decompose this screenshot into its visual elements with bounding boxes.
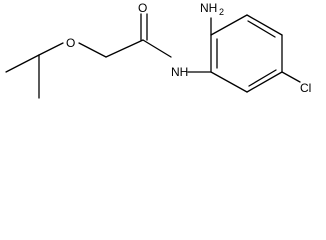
chlorine-label: Cl (300, 81, 311, 95)
bond-isopropyl-to-ether-o (38, 42, 64, 56)
ring-bond-5 (246, 71, 283, 93)
molecule-diagram: O O NH NH 2 Cl (5, 1, 311, 99)
ring-inner-double-2 (247, 20, 276, 38)
ring-bond-2 (210, 14, 248, 36)
ether-oxygen-label: O (66, 36, 75, 50)
amide-nh-label: NH (171, 65, 188, 79)
bond-carbonyl-to-nh (142, 39, 172, 58)
ring-bond-6 (210, 71, 248, 93)
carbonyl-oxygen-label: O (138, 1, 147, 15)
bond-isopropyl-methyl-left (5, 54, 40, 73)
amine-subscript-label: 2 (219, 7, 224, 17)
bond-ch2-to-carbonyl (105, 39, 144, 58)
bond-ring-to-cl (281, 71, 301, 83)
bond-ether-o-to-ch2 (78, 42, 107, 58)
amine-nh-label: NH (200, 1, 217, 15)
ring-bond-3 (246, 14, 283, 36)
structure-canvas: O O NH NH 2 Cl (5, 1, 312, 99)
ring-inner-double-3 (248, 69, 277, 87)
